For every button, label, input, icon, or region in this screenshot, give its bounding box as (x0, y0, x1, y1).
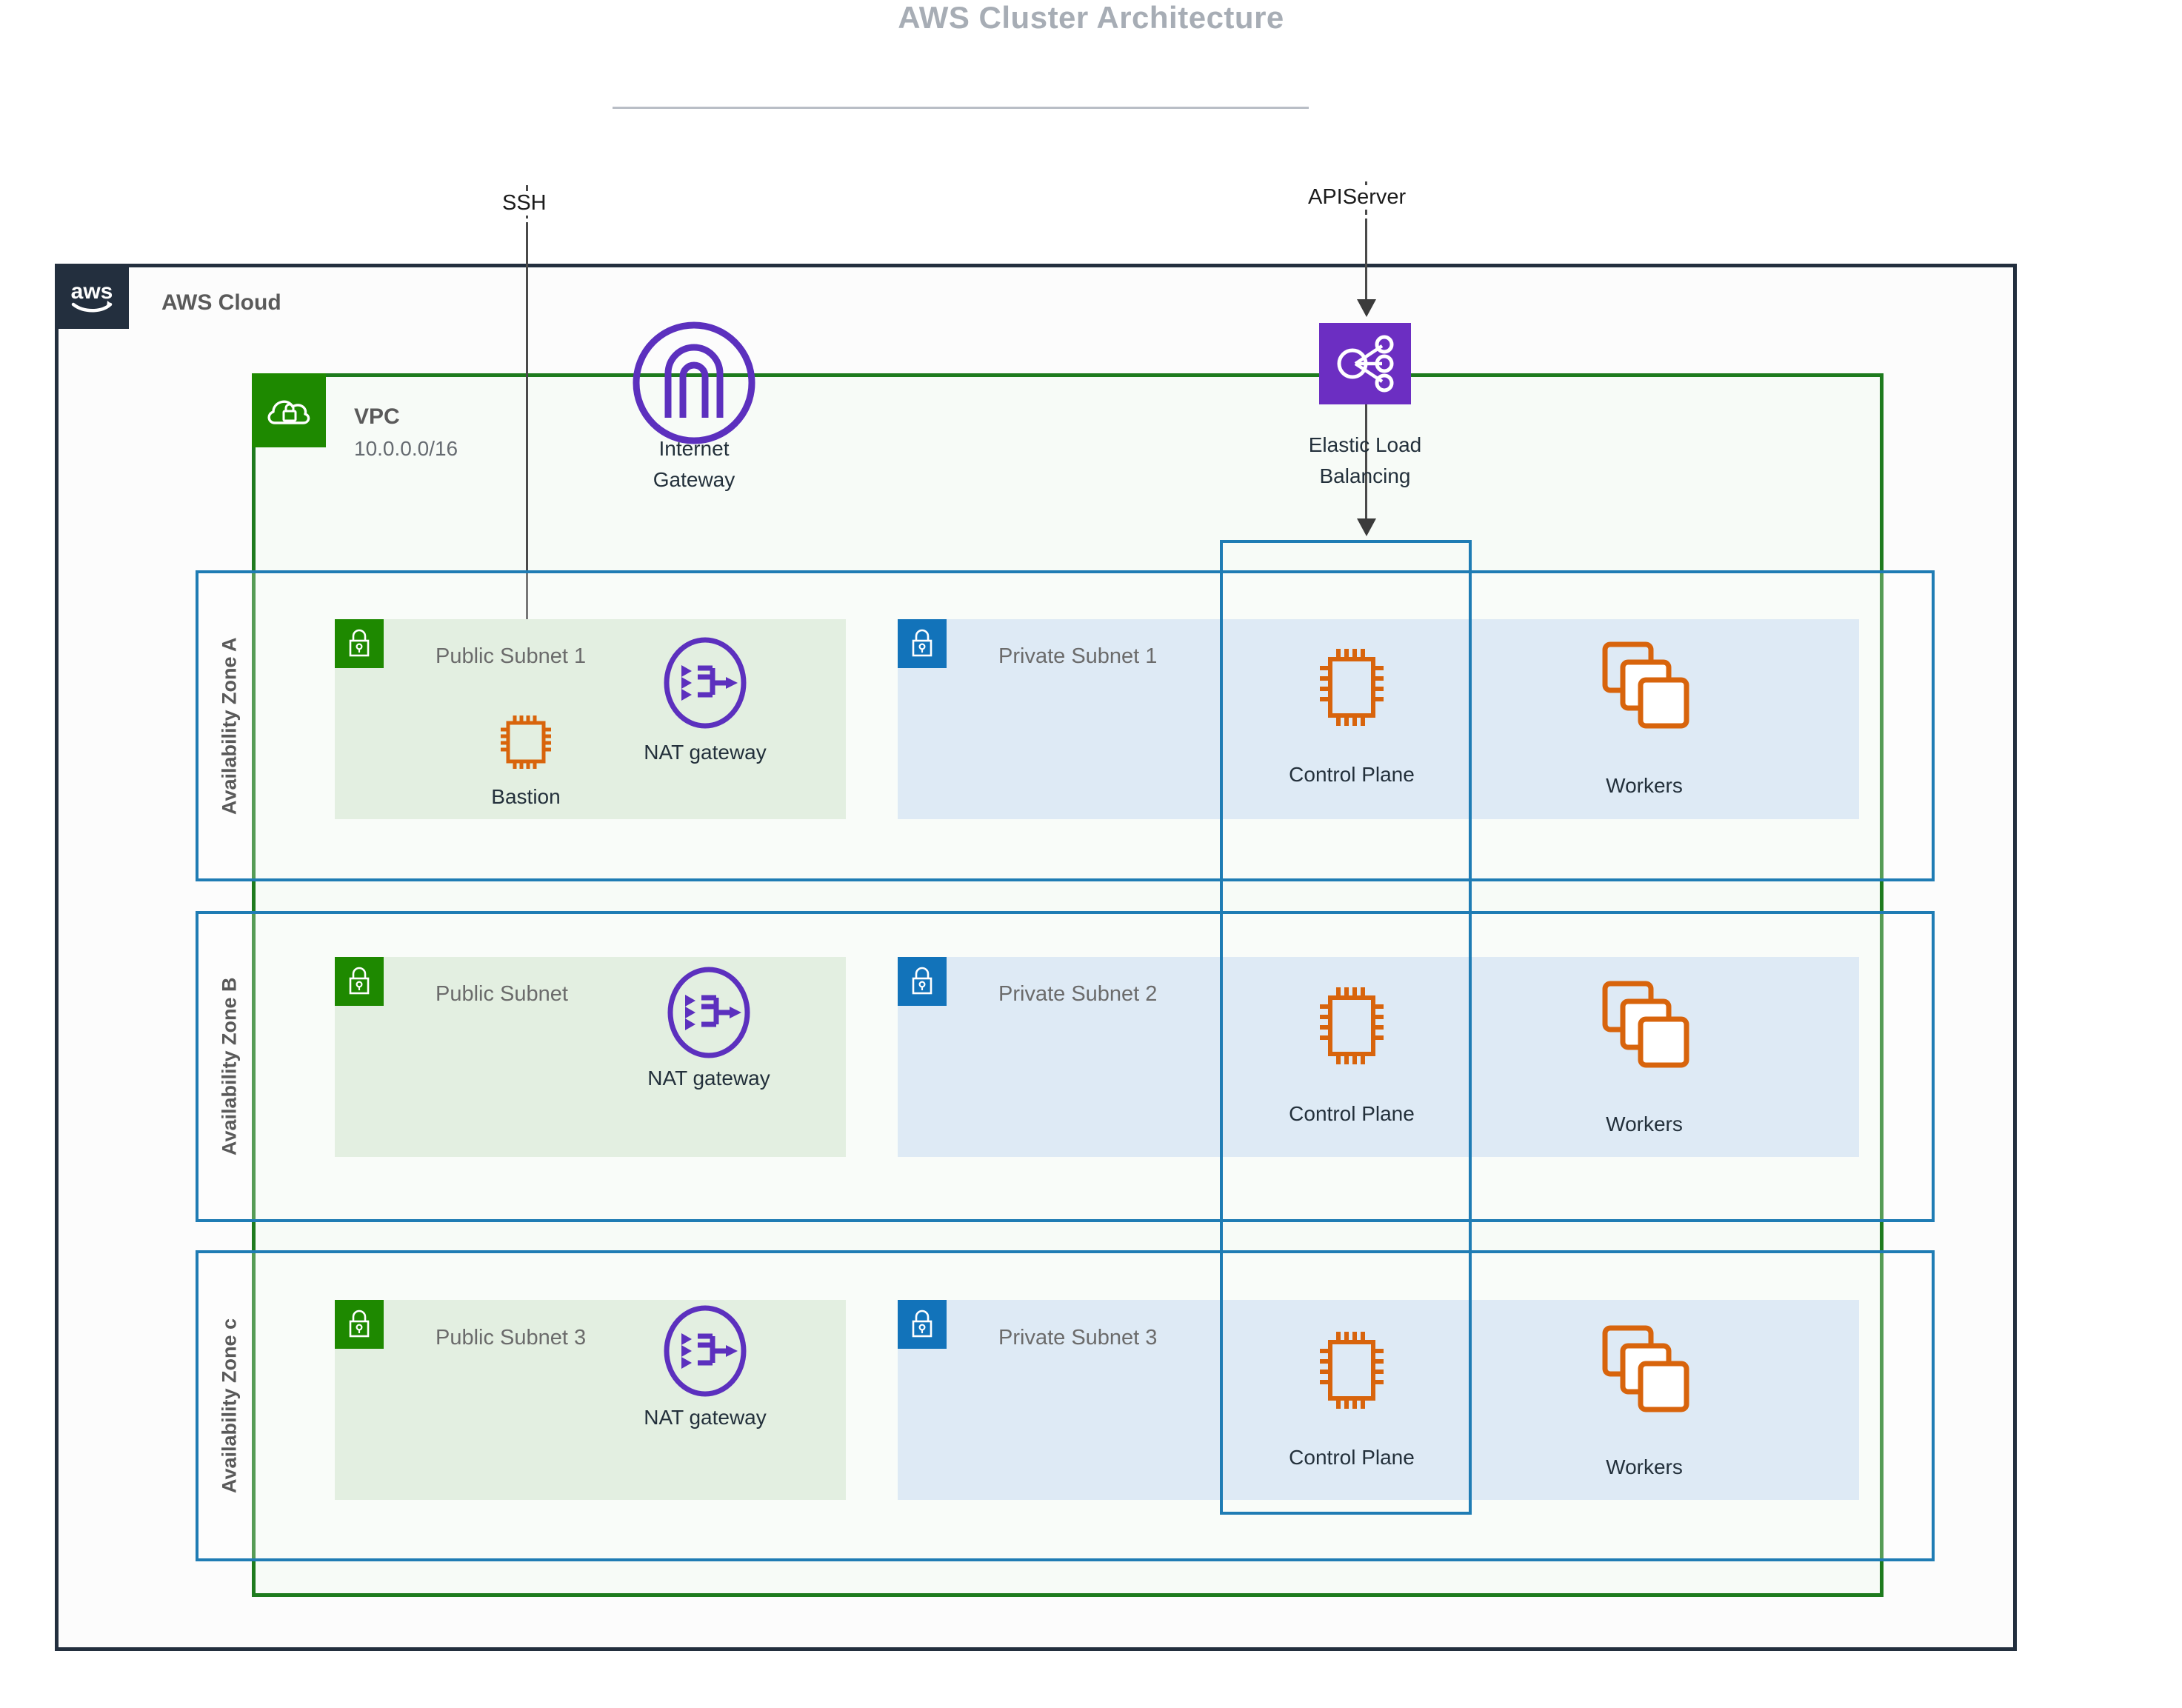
public-subnet-lock-icon (335, 957, 384, 1006)
private-subnet-lock-icon (898, 1300, 947, 1349)
public-subnet-1-tile (335, 619, 846, 819)
private-subnet-3-tile (898, 1300, 1859, 1500)
availability-zone-b-label: Availability Zone B (218, 977, 241, 1156)
control-plane-chip-icon (1311, 643, 1392, 732)
bastion-chip-icon (491, 711, 561, 773)
elastic-load-balancing-icon (1319, 323, 1411, 404)
ssh-label: SSH (498, 191, 551, 216)
nat-gateway-label-a: NAT gateway (644, 741, 767, 764)
public-subnet-3-title: Public Subnet 3 (436, 1326, 587, 1350)
public-subnet-b-tile (335, 957, 846, 1157)
vpc-cidr-label: 10.0.0.0/16 (354, 437, 458, 460)
page-title-wrap: AWS Cluster Architecture (0, 0, 2182, 49)
public-subnet-1-title: Public Subnet 1 (436, 644, 587, 668)
workers-label-c: Workers (1606, 1455, 1683, 1478)
vpc-cloud-lock-icon (252, 373, 326, 447)
availability-zone-a-label: Availability Zone A (218, 637, 241, 815)
aws-logo-icon: aws (55, 264, 129, 329)
private-subnet-lock-icon (898, 957, 947, 1006)
internet-gateway-label-line2: Gateway (653, 468, 735, 491)
control-plane-label-c: Control Plane (1289, 1446, 1415, 1469)
page-title: AWS Cluster Architecture (898, 0, 1284, 35)
svg-text:aws: aws (71, 279, 113, 304)
workers-label-b: Workers (1606, 1112, 1683, 1135)
public-subnet-lock-icon (335, 1300, 384, 1349)
workers-instances-icon (1596, 1322, 1692, 1418)
title-underline (613, 107, 1309, 109)
control-plane-label-b: Control Plane (1289, 1102, 1415, 1125)
private-subnet-2-title: Private Subnet 2 (998, 982, 1158, 1006)
control-plane-chip-icon (1311, 981, 1392, 1070)
public-subnet-lock-icon (335, 619, 384, 668)
apiserver-arrowhead (1357, 299, 1376, 317)
workers-label-a: Workers (1606, 774, 1683, 797)
private-subnet-1-tile (898, 619, 1859, 819)
public-subnet-b-title: Public Subnet (436, 982, 568, 1006)
elb-label-line1: Elastic Load (1308, 433, 1422, 456)
internet-gateway-label: Internet Gateway (598, 433, 790, 496)
aws-cloud-label: AWS Cloud (161, 290, 281, 315)
control-plane-group-boundary (1220, 540, 1472, 1515)
nat-gateway-label-c: NAT gateway (644, 1406, 767, 1429)
control-plane-chip-icon (1311, 1326, 1392, 1415)
workers-instances-icon (1596, 638, 1692, 735)
private-subnet-3-title: Private Subnet 3 (998, 1326, 1158, 1350)
ssh-line (526, 222, 528, 696)
workers-instances-icon (1596, 978, 1692, 1074)
elb-label-line2: Balancing (1319, 464, 1411, 487)
availability-zone-c-label: Availability Zone c (218, 1318, 241, 1494)
bastion-label: Bastion (491, 785, 561, 808)
nat-gateway-label-b: NAT gateway (647, 1067, 770, 1090)
apiserver-label: APIServer (1304, 185, 1411, 210)
elb-to-controlplane-line (1365, 404, 1367, 522)
internet-gateway-label-line1: Internet (658, 437, 730, 460)
private-subnet-1-title: Private Subnet 1 (998, 644, 1158, 668)
private-subnet-2-tile (898, 957, 1859, 1157)
nat-gateway-icon (659, 637, 751, 729)
nat-gateway-icon (659, 1305, 751, 1397)
apiserver-line (1365, 218, 1367, 304)
elastic-load-balancing-label: Elastic Load Balancing (1261, 430, 1469, 492)
private-subnet-lock-icon (898, 619, 947, 668)
vpc-label: VPC (354, 404, 400, 429)
control-plane-label-a: Control Plane (1289, 763, 1415, 786)
elb-to-controlplane-arrowhead (1357, 518, 1376, 536)
internet-gateway-icon (631, 320, 757, 446)
public-subnet-3-tile (335, 1300, 846, 1500)
nat-gateway-icon (663, 967, 755, 1058)
